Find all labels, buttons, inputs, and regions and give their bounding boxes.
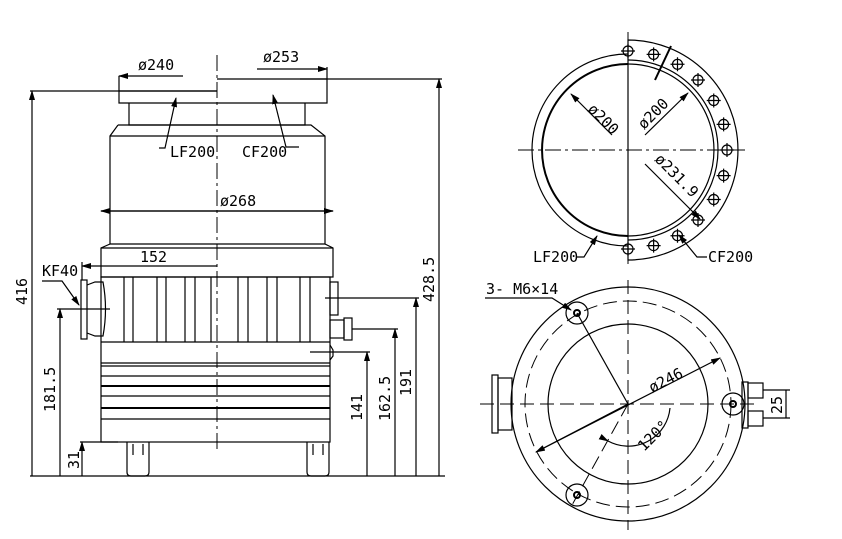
- dim-416-label: 416: [13, 278, 31, 305]
- dim-162-5-label: 162.5: [376, 376, 394, 421]
- foot: [306, 442, 330, 477]
- lf200-label: LF200: [170, 143, 215, 161]
- bolt-hole-cross: [670, 57, 685, 72]
- bolt-hole-cross: [706, 192, 721, 207]
- bolt-hole-cross: [691, 72, 706, 87]
- mounting-hole: [565, 483, 589, 507]
- bolt-hole-cross: [716, 117, 731, 132]
- bolt-hole-cross: [706, 93, 721, 108]
- dim-253-label: ø253: [263, 48, 299, 66]
- cf200-label: CF200: [242, 143, 287, 161]
- dim-25-label: 25: [768, 396, 786, 414]
- lf200-flange: [531, 53, 629, 247]
- bottom-view: ø246 120° 3- M6×14 25: [480, 280, 790, 530]
- bolt-hole-cross: [621, 242, 635, 256]
- foot: [126, 442, 150, 477]
- dim-191-label: 191: [397, 369, 415, 396]
- dim-428-5-label: 428.5: [420, 257, 438, 302]
- bolt-hole-cross: [670, 228, 685, 243]
- dim-152-label: 152: [140, 248, 167, 266]
- bolt-hole-cross: [646, 238, 661, 253]
- dim-268-label: ø268: [220, 192, 256, 210]
- dim-141-label: 141: [348, 394, 366, 421]
- bolt-hole-cross: [621, 44, 635, 58]
- kf40-label: KF40: [42, 262, 78, 280]
- dim-246-label: ø246: [646, 364, 686, 396]
- thread-spec-label: 3- M6×14: [486, 280, 558, 298]
- cf200-flange: [627, 39, 739, 261]
- mounting-hole: [565, 301, 589, 325]
- bolt-hole-cross: [691, 213, 706, 228]
- top-view: ø200 ø200 ø231.9 LF200 CF200: [518, 32, 753, 266]
- side-view: ø240 ø253 ø268 LF200 CF200 152 KF40: [13, 48, 445, 477]
- bolt-hole-cross: [716, 168, 731, 183]
- lower-body: [100, 276, 331, 443]
- lf200-label: LF200: [533, 248, 578, 266]
- cf200-label: CF200: [708, 248, 753, 266]
- lf-diameter-label: ø200: [584, 100, 622, 138]
- mounting-hole: [721, 392, 745, 416]
- bolt-hole-cross: [720, 143, 734, 157]
- base-outline: [510, 286, 746, 522]
- dim-31-label: 31: [65, 451, 83, 469]
- cf-bolt-circle-label: ø231.9: [651, 150, 702, 201]
- bolt-hole-cross: [646, 47, 661, 62]
- dim-181-5-label: 181.5: [41, 367, 59, 412]
- dim-240-label: ø240: [138, 56, 174, 74]
